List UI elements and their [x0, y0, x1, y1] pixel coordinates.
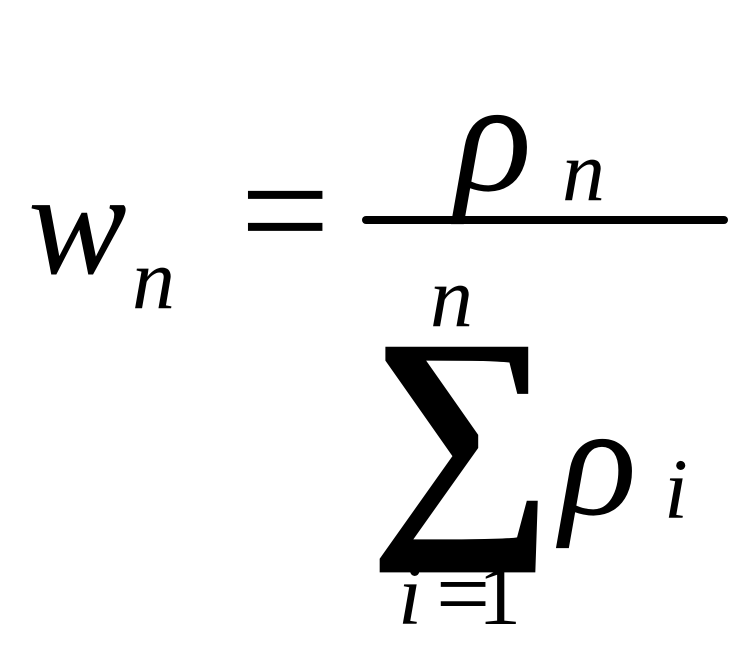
summation-sigma: ∑	[368, 286, 554, 574]
sum-upper-limit: n	[430, 249, 473, 345]
sum-lower-index: i	[398, 547, 422, 643]
numerator-subscript-n: n	[562, 123, 605, 219]
lhs-subscript-n: n	[132, 231, 175, 327]
denominator-rho: ρ	[560, 371, 637, 549]
sum-lower-start: 1	[478, 547, 521, 643]
fraction-bar	[362, 216, 728, 224]
equals-sign: =	[240, 121, 331, 299]
lhs-symbol-w: w	[28, 142, 127, 306]
numerator-rho: ρ	[455, 47, 532, 225]
sum-lower-equals: =	[436, 540, 491, 647]
denominator-subscript-i: i	[664, 441, 688, 537]
